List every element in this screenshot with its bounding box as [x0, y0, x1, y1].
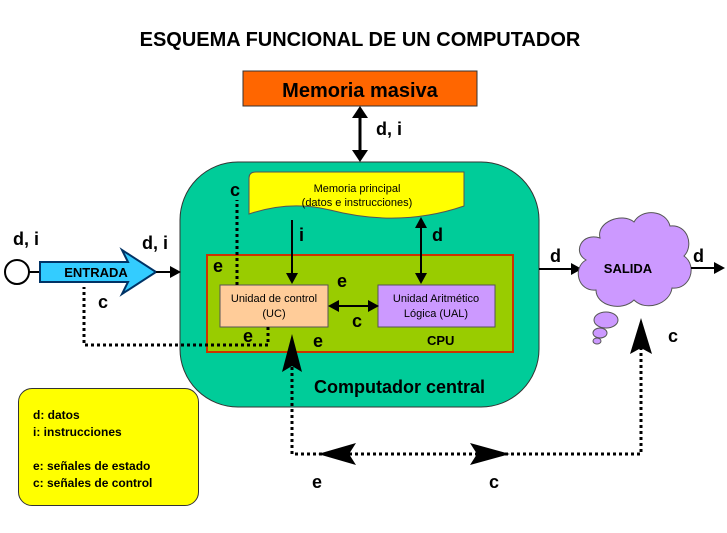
d-mem-ual-down [415, 273, 427, 284]
bus-arrow-up-salida [630, 318, 652, 354]
c-salida-label: c [668, 326, 678, 346]
entrada-to-central-head [170, 266, 181, 278]
memoria-masiva-label: Memoria masiva [282, 80, 439, 102]
i-mem-label: i [299, 225, 304, 245]
memoria-principal-box [248, 171, 465, 219]
salida-cloud [577, 212, 692, 345]
memoria-principal-line2: (datos e instrucciones) [302, 197, 413, 209]
bus-arrow-right [470, 443, 510, 465]
unidad-control-line2: (UC) [262, 308, 285, 320]
cpu-label: CPU [427, 333, 454, 348]
di-masiva-label: d, i [376, 119, 402, 139]
e-bus-label: e [312, 472, 322, 492]
uc-ual-left [328, 300, 339, 312]
input-source-circle [4, 259, 30, 285]
d-out-cc-label: d [550, 246, 561, 266]
ual-box [377, 284, 496, 328]
d-out-salida-label: d [693, 246, 704, 266]
bus-dotted-line [290, 345, 643, 456]
d-mem-label: d [432, 225, 443, 245]
memoria-masiva-box [242, 70, 478, 107]
entrada-arrow [39, 247, 158, 297]
legend-line-control: c: señales de control [33, 476, 153, 490]
masiva-arrow-up [352, 106, 368, 118]
salida-label: SALIDA [604, 261, 653, 276]
e-cpu-left-label: e [213, 256, 223, 276]
ual-line2: Lógica (UAL) [404, 308, 468, 320]
computador-central-label: Computador central [314, 377, 485, 397]
bus-arrow-up-cpu [282, 334, 302, 372]
legend-line-datos: d: datos [33, 408, 80, 422]
ual-line1: Unidad Aritmético [393, 293, 479, 305]
diagram-title: ESQUEMA FUNCIONAL DE UN COMPUTADOR [140, 29, 581, 51]
central-to-salida-head [571, 263, 582, 275]
c-cpu-label: c [352, 311, 362, 331]
c-mem-label: c [230, 180, 240, 200]
di-input-label: d, i [13, 229, 39, 249]
masiva-arrow-down [352, 150, 368, 162]
d-mem-ual-up [415, 217, 427, 228]
entrada-label: ENTRADA [64, 265, 128, 280]
legend-box: d: datos i: instrucciones e: señales de … [18, 388, 199, 506]
i-arrow-head [286, 273, 298, 284]
salida-out-head [714, 262, 725, 274]
bus-arrow-left [318, 443, 356, 465]
legend-line-estado: e: señales de estado [33, 459, 151, 473]
legend-spacer [33, 441, 198, 458]
c-bus-label: c [489, 472, 499, 492]
uc-ual-right [368, 300, 379, 312]
c-uc-entrada-dotted [82, 287, 270, 347]
legend-line-instrucciones: i: instrucciones [33, 425, 122, 439]
unidad-control-line1: Unidad de control [231, 293, 317, 305]
e-cpu-bottom-label: e [313, 331, 323, 351]
c-entrada-label: c [98, 292, 108, 312]
e-uc-bottom-label: e [243, 326, 253, 346]
di-to-cc-label: d, i [142, 233, 168, 253]
unidad-control-box [219, 284, 329, 328]
e-cpu-mid-label: e [337, 271, 347, 291]
memoria-principal-line1: Memoria principal [314, 183, 401, 195]
